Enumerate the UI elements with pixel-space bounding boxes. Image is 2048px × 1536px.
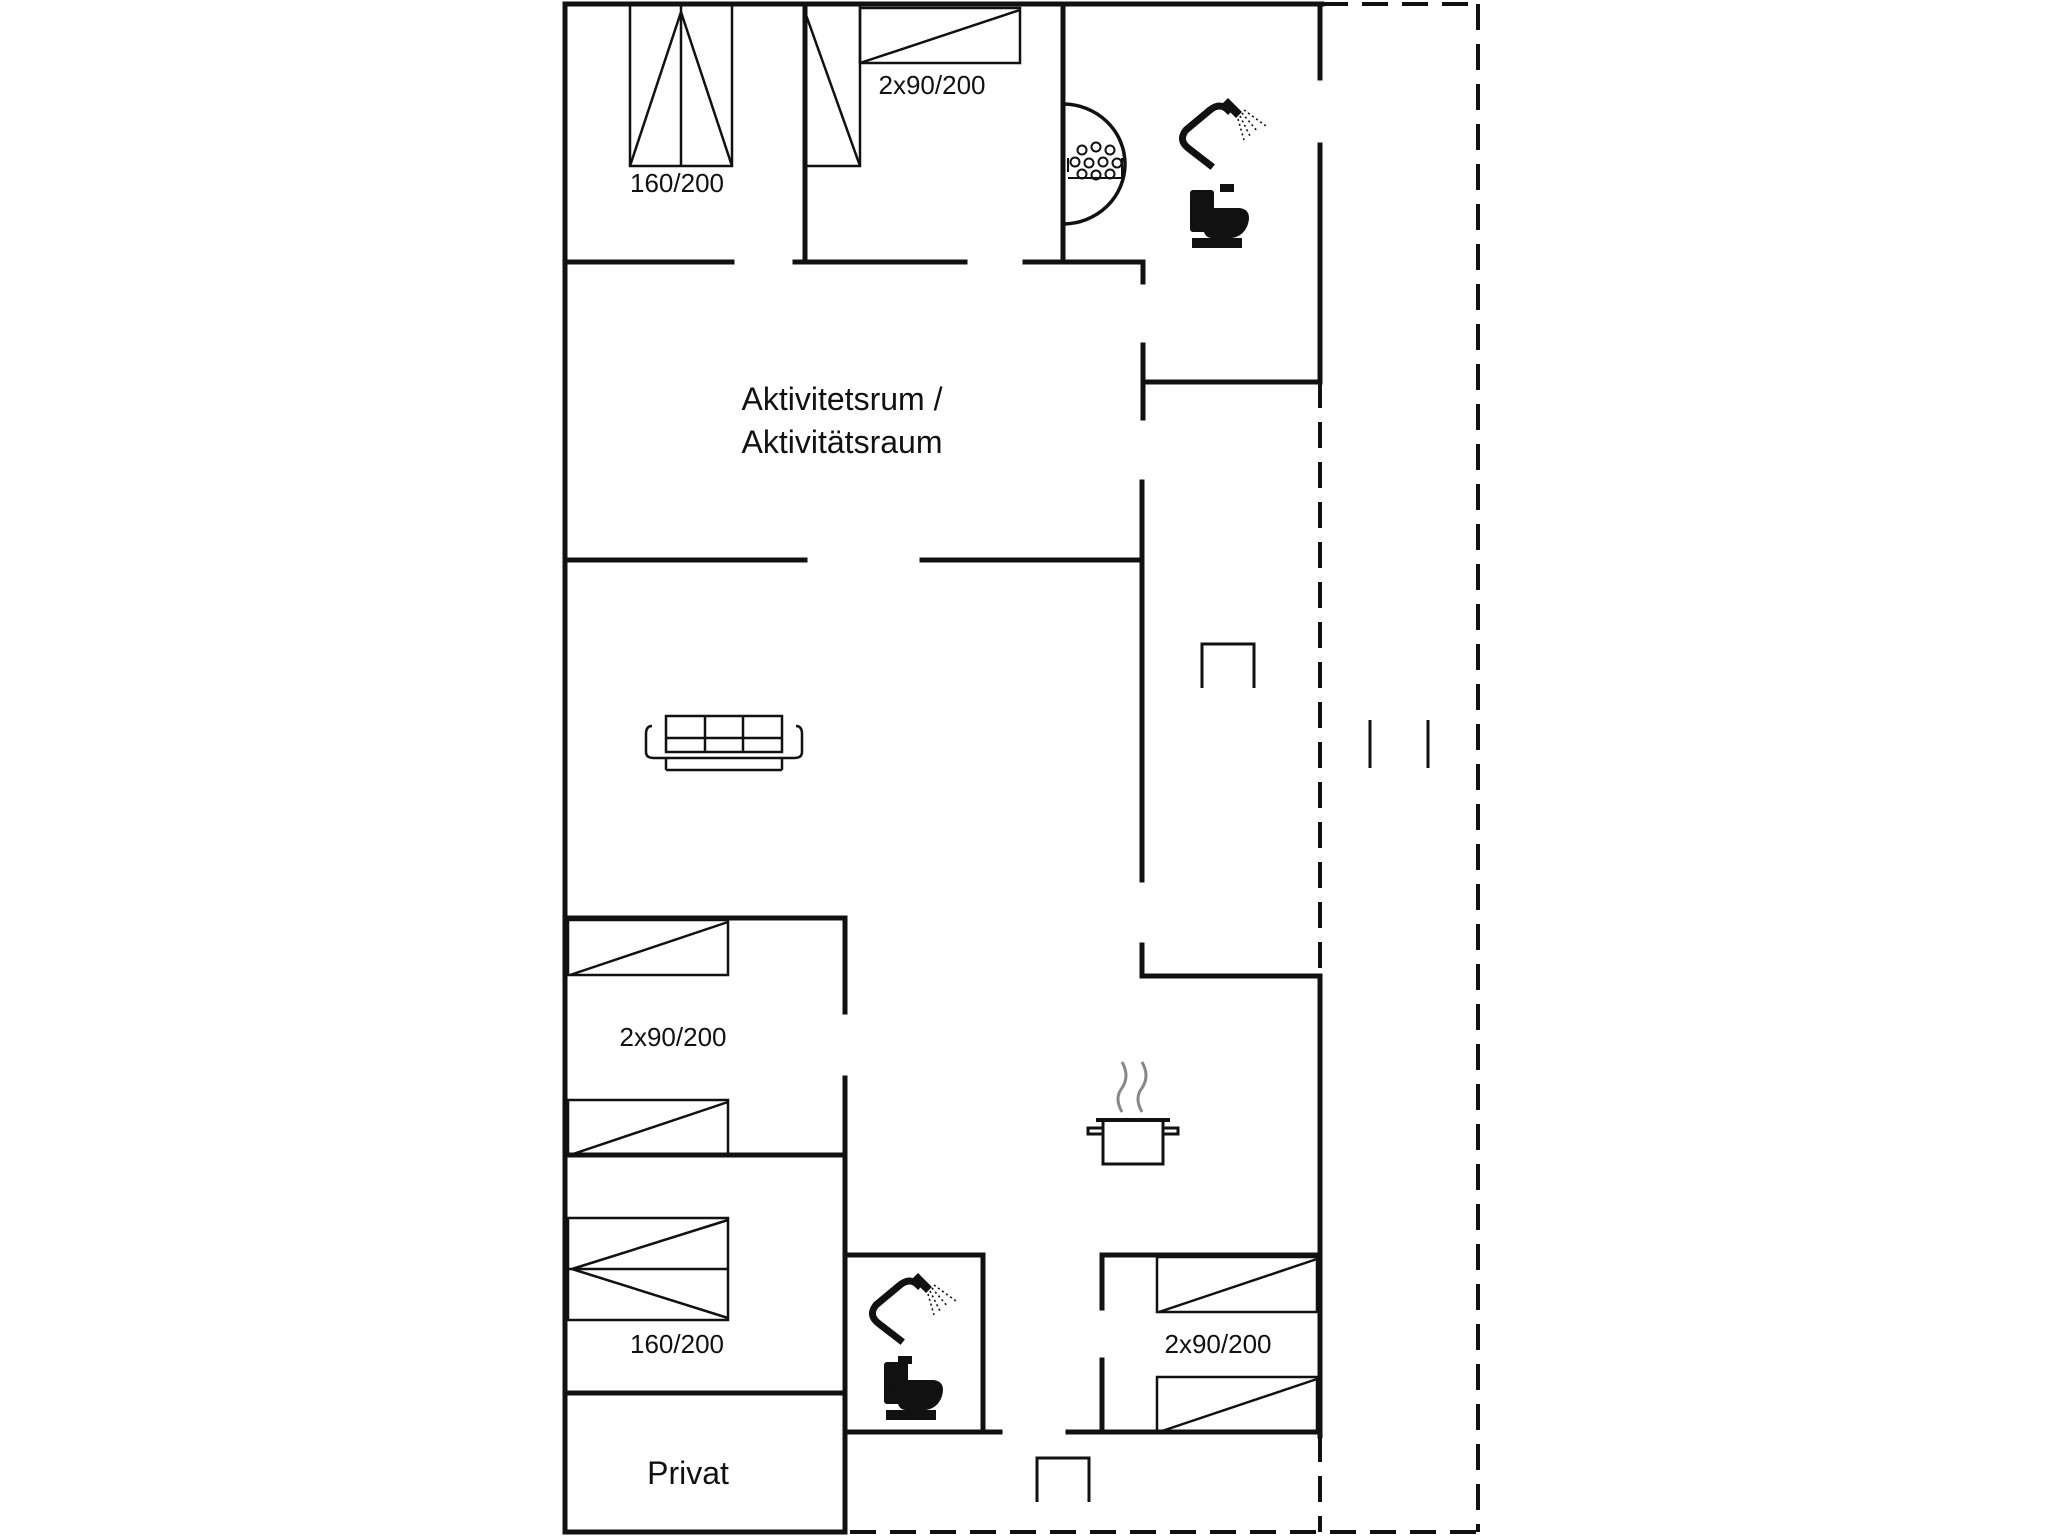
bed-size-label: 160/200 <box>630 1329 724 1359</box>
room-label-activity: Aktivitätsraum <box>742 424 943 460</box>
bed-size-label: 160/200 <box>630 168 724 198</box>
room-label-activity: Aktivitetsrum / <box>742 381 943 417</box>
bed-size-label: 2x90/200 <box>1165 1329 1272 1359</box>
shower-icon <box>1179 98 1267 170</box>
twin-bed-icon <box>1155 1255 1319 1434</box>
terrace-outline <box>850 2 1480 1534</box>
room-label-private: Privat <box>647 1455 729 1491</box>
cooking-pot-icon <box>1086 1061 1180 1166</box>
twin-bed-icon <box>566 918 730 1157</box>
toilet-icon <box>1190 184 1249 248</box>
sofa-icon <box>644 714 804 772</box>
bed-size-label: 2x90/200 <box>879 70 986 100</box>
doorway-icon <box>1200 642 1256 688</box>
doorway-icon <box>1035 1456 1091 1502</box>
double-bed-icon <box>628 2 734 168</box>
toilet-icon <box>884 1356 943 1420</box>
bed-size-label: 2x90/200 <box>620 1022 727 1052</box>
double-bed-icon <box>566 1216 730 1322</box>
shower-icon <box>869 1273 957 1345</box>
sauna-icon <box>1061 102 1127 226</box>
twin-bed-icon <box>803 2 1022 168</box>
